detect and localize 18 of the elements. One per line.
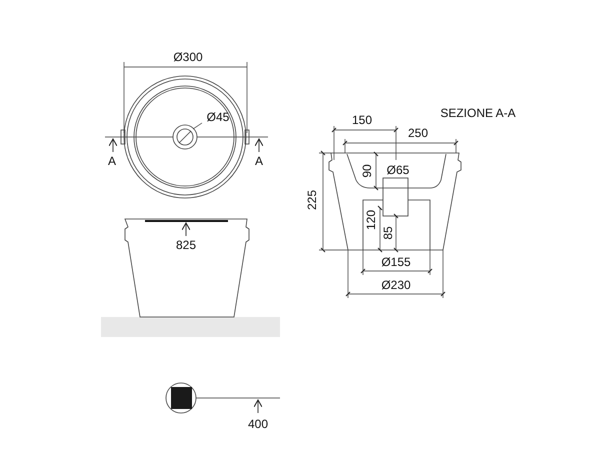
dimension-label: 150 <box>352 113 372 127</box>
dimension-label: 120 <box>364 210 378 230</box>
section-marker: A <box>255 154 263 168</box>
height-label: 400 <box>248 417 268 431</box>
leader-line <box>192 122 202 130</box>
dimension-label: 250 <box>408 126 428 140</box>
dimension-label: 85 <box>381 226 395 240</box>
dimension-label: Ø230 <box>381 278 411 292</box>
section-marker: A <box>108 154 116 168</box>
dimension-label: Ø300 <box>173 50 203 64</box>
height-label: 825 <box>176 238 196 252</box>
drain-circle <box>172 124 198 150</box>
section-title: SEZIONE A-A <box>440 106 516 120</box>
dimension-label: 225 <box>305 190 319 210</box>
dimension-label: Ø155 <box>381 255 411 269</box>
dimension-label: Ø45 <box>206 110 230 124</box>
dimension-label: 90 <box>360 164 374 178</box>
dimension-label: Ø65 <box>386 163 410 177</box>
